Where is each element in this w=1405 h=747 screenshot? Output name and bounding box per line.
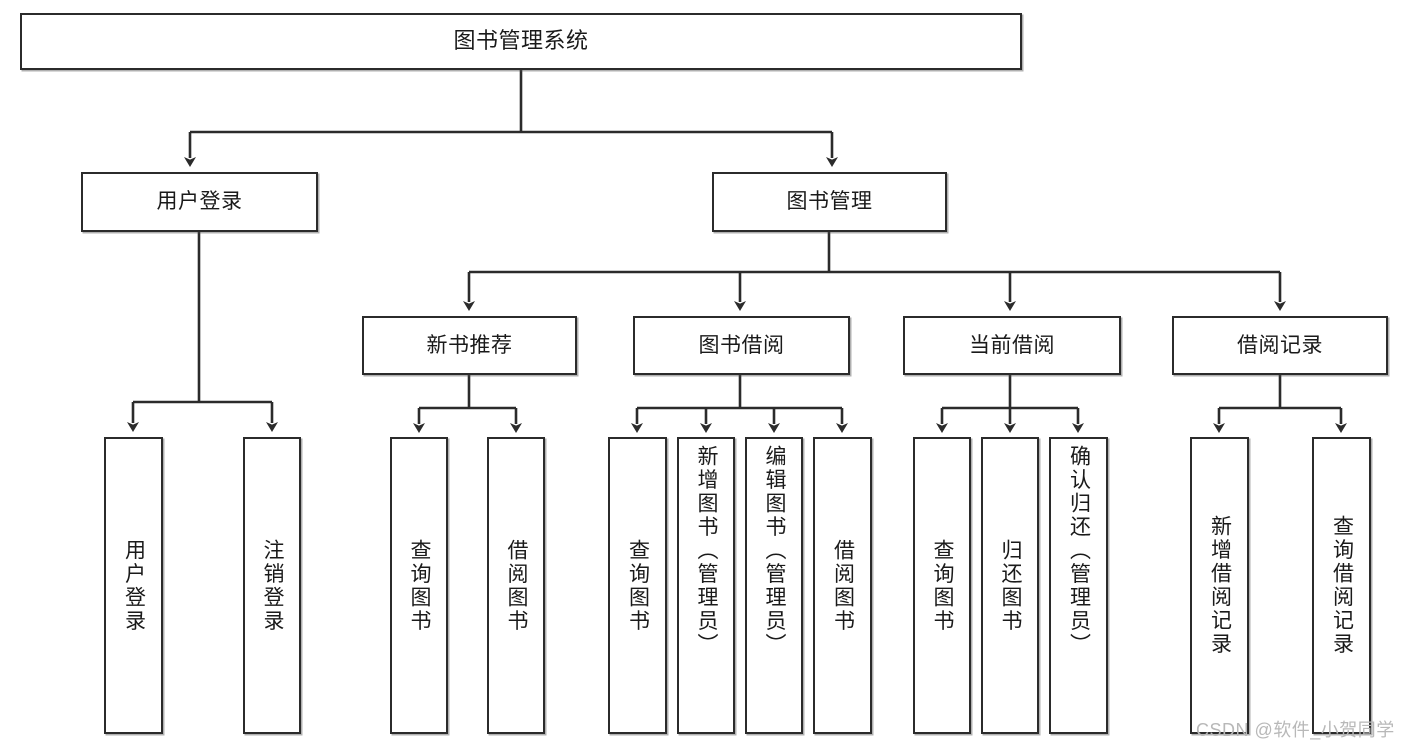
leaf-user-login-label: 用户登录 (122, 538, 146, 633)
leaf-return-book[interactable]: 归还图书 (981, 437, 1039, 734)
leaf-query-book-2[interactable]: 查询图书 (608, 437, 667, 734)
node-current-borrow[interactable]: 当前借阅 (903, 316, 1121, 375)
leaf-edit-book-label: 编辑图书（管理员） (763, 445, 787, 657)
leaf-logout-label: 注销登录 (261, 538, 285, 633)
leaf-add-book[interactable]: 新增图书（管理员） (677, 437, 735, 734)
node-new-book-rec[interactable]: 新书推荐 (362, 316, 577, 375)
leaf-add-record-label: 新增借阅记录 (1208, 515, 1232, 656)
leaf-query-record-label: 查询借阅记录 (1330, 515, 1354, 656)
leaf-return-book-label: 归还图书 (999, 538, 1023, 633)
leaf-user-login[interactable]: 用户登录 (104, 437, 163, 734)
leaf-query-book-2-label: 查询图书 (626, 538, 650, 633)
leaf-query-book-1-label: 查询图书 (408, 538, 432, 633)
csdn-watermark: CSDN @软件_小贺同学 (1196, 720, 1395, 740)
leaf-logout[interactable]: 注销登录 (243, 437, 301, 734)
leaf-query-book-1[interactable]: 查询图书 (390, 437, 448, 734)
leaf-query-book-3-label: 查询图书 (931, 538, 955, 633)
node-borrow-record-label: 借阅记录 (1237, 333, 1323, 357)
leaf-borrow-book-2[interactable]: 借阅图书 (813, 437, 872, 734)
node-borrow-record[interactable]: 借阅记录 (1172, 316, 1388, 375)
leaf-query-record[interactable]: 查询借阅记录 (1312, 437, 1371, 734)
leaf-borrow-book-1[interactable]: 借阅图书 (487, 437, 545, 734)
leaf-confirm-return-label: 确认归还（管理员） (1067, 445, 1091, 657)
leaf-add-book-label: 新增图书（管理员） (695, 445, 719, 657)
leaf-query-book-3[interactable]: 查询图书 (913, 437, 971, 734)
leaf-borrow-book-1-label: 借阅图书 (505, 538, 529, 633)
node-root-label: 图书管理系统 (453, 28, 589, 54)
node-new-book-rec-label: 新书推荐 (426, 333, 513, 357)
node-book-borrow[interactable]: 图书借阅 (633, 316, 850, 375)
node-book-manage-label: 图书管理 (786, 190, 873, 214)
node-root[interactable]: 图书管理系统 (20, 13, 1022, 70)
leaf-borrow-book-2-label: 借阅图书 (831, 538, 855, 633)
leaf-edit-book[interactable]: 编辑图书（管理员） (745, 437, 803, 734)
node-current-borrow-label: 当前借阅 (969, 333, 1055, 357)
node-user-login[interactable]: 用户登录 (81, 172, 318, 232)
leaf-add-record[interactable]: 新增借阅记录 (1190, 437, 1249, 734)
node-book-manage[interactable]: 图书管理 (712, 172, 947, 232)
node-user-login-label: 用户登录 (156, 190, 243, 214)
leaf-confirm-return[interactable]: 确认归还（管理员） (1049, 437, 1108, 734)
node-book-borrow-label: 图书借阅 (698, 333, 785, 357)
